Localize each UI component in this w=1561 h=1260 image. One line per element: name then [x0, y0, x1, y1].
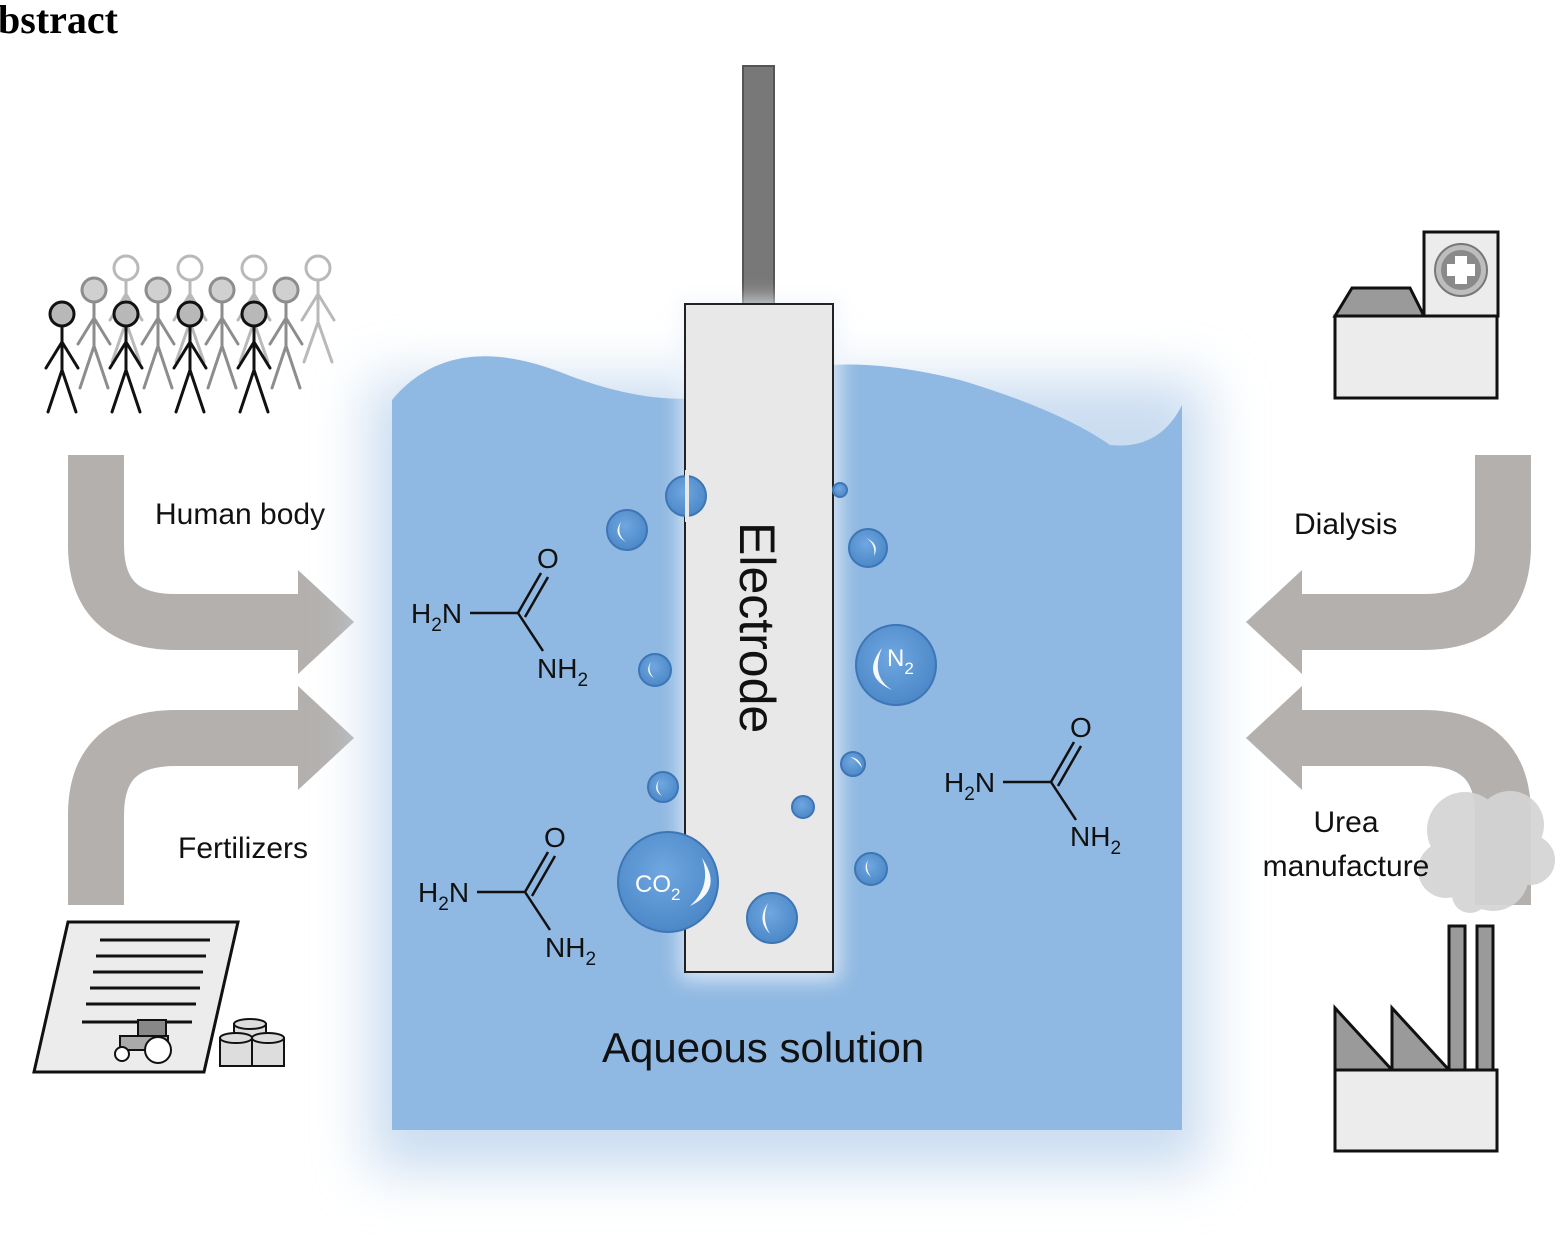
people-crowd-icon: [44, 254, 336, 414]
bubble: [647, 771, 679, 803]
bubble: [854, 852, 888, 886]
fertilizers-label: Fertilizers: [178, 832, 308, 865]
co2-label: CO2: [635, 871, 680, 904]
bubble: [606, 509, 648, 551]
human-body-label: Human body: [155, 498, 325, 531]
electrode-label: Electrode: [729, 522, 785, 733]
svg-text:NH2: NH2: [537, 653, 588, 691]
abstract-heading: bstract: [0, 0, 118, 42]
svg-text:H2N: H2N: [411, 598, 462, 636]
svg-text:NH2: NH2: [1070, 821, 1121, 859]
fertilizer-document-icon: [32, 920, 285, 1074]
urea-molecule-2: H2N O NH2: [418, 822, 596, 970]
tractor-icon: [114, 1019, 172, 1064]
aqueous-solution-label: Aqueous solution: [602, 1024, 924, 1071]
bubble: [638, 653, 672, 687]
n2-bubble: [855, 624, 937, 706]
barrels-icon: [219, 1018, 285, 1067]
bubble: [832, 482, 848, 498]
n2-label: N2: [887, 645, 914, 678]
svg-text:O: O: [1070, 712, 1092, 743]
svg-text:NH2: NH2: [545, 932, 596, 970]
svg-text:H2N: H2N: [944, 767, 995, 805]
svg-text:H2N: H2N: [418, 877, 469, 915]
svg-text:O: O: [544, 822, 566, 853]
svg-text:O: O: [537, 543, 559, 574]
bubble: [848, 528, 888, 568]
dialysis-label: Dialysis: [1294, 508, 1397, 541]
urea-label-line2: manufacture: [1263, 850, 1430, 883]
bubble: [791, 795, 815, 819]
dialysis-arrow: [1246, 455, 1531, 674]
urea-molecule-1: H2N O NH2: [411, 543, 588, 691]
factory-icon: [1333, 924, 1499, 1153]
smoke-cloud-icon: [1418, 791, 1555, 913]
bubble: [840, 751, 866, 777]
fertilizers-arrow: [68, 686, 354, 905]
co2-bubble: [617, 831, 719, 933]
hospital-icon: [1332, 230, 1500, 400]
gas-bubbles: [606, 470, 937, 944]
electrode-rod: [742, 65, 775, 307]
urea-label-line1: Urea: [1313, 806, 1378, 839]
urea-molecule-3: H2N O NH2: [944, 712, 1121, 859]
bubble: [746, 892, 798, 944]
human-body-arrow: [68, 455, 354, 674]
